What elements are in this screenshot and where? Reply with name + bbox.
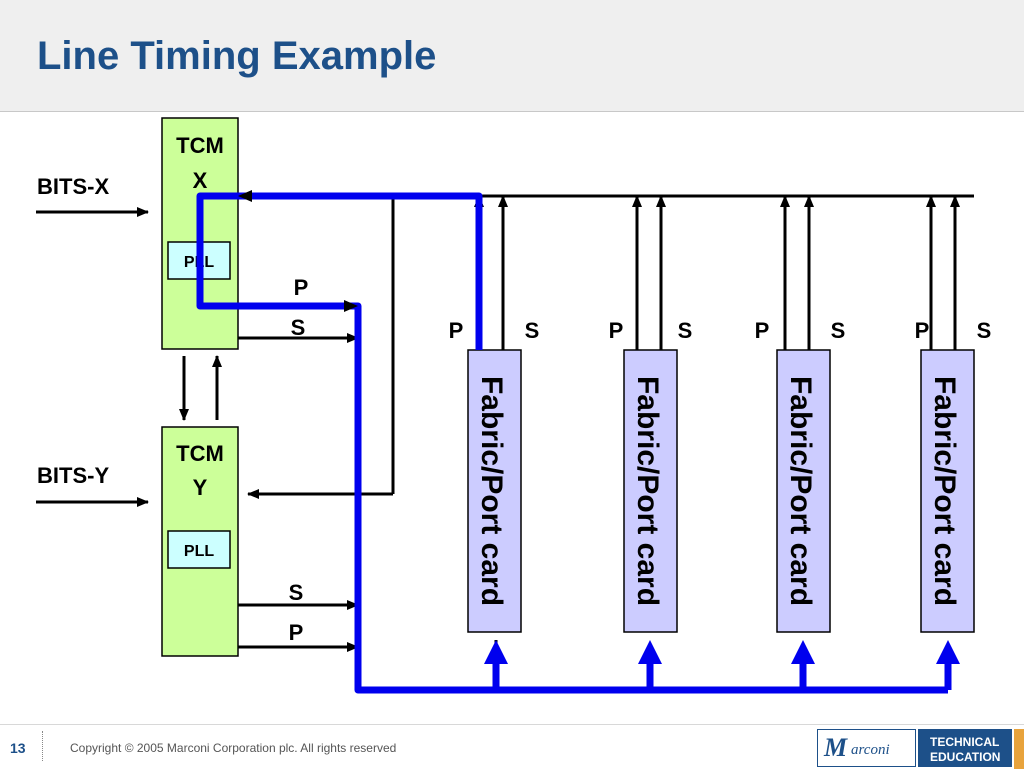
- tcm-y-label-line1: TCM: [176, 441, 224, 466]
- card-0-clock-arrowhead: [484, 640, 508, 664]
- tcm-y-pll-label: PLL: [184, 543, 214, 560]
- selected-clock-path: [196, 192, 948, 694]
- technical-education-badge: TECHNICAL EDUCATION: [918, 729, 1012, 767]
- bits-x-label: BITS-X: [37, 174, 109, 199]
- card-0-box: [467, 349, 522, 633]
- card-group-1: P S Fabric/Port card: [609, 195, 693, 664]
- card-1-clock-arrowhead: [638, 640, 662, 664]
- copyright-text: Copyright © 2005 Marconi Corporation plc…: [70, 741, 397, 755]
- card-3-box: [920, 349, 975, 633]
- tcm-x-output-p-label: P: [294, 275, 309, 300]
- tcm-x-output-p-arrowhead: [344, 300, 358, 312]
- card-3-p-label: P: [915, 318, 930, 343]
- footer-divider: [42, 731, 43, 761]
- tcm-x-output-s-label: S: [291, 315, 306, 340]
- card-1-s-label: S: [678, 318, 693, 343]
- card-1-p-label: P: [609, 318, 624, 343]
- badge-line-2: EDUCATION: [930, 750, 1001, 764]
- card-0-p-label: P: [449, 318, 464, 343]
- card-2-label: Fabric/Port card: [784, 376, 817, 606]
- tcm-x-label-line1: TCM: [176, 133, 224, 158]
- tcm-y-pll-box: [167, 530, 231, 569]
- page-number: 13: [10, 740, 26, 756]
- marconi-logo: M arconi: [817, 729, 916, 767]
- marconi-logo-text: arconi: [851, 742, 890, 758]
- card-1-label: Fabric/Port card: [631, 376, 664, 606]
- card-0-s-label: S: [525, 318, 540, 343]
- slide-header: Line Timing Example: [0, 0, 1024, 112]
- card-2-box: [776, 349, 831, 633]
- tcm-y-output-p-label: P: [289, 620, 304, 645]
- reference-to-tcm-x-arrowhead: [238, 190, 252, 202]
- footer-accent-bar: [1014, 729, 1024, 769]
- marconi-logo-mark: M: [824, 733, 848, 762]
- card-group-3: P S Fabric/Port card: [915, 195, 992, 664]
- card-0-label: Fabric/Port card: [475, 376, 508, 606]
- card-group-0: P S Fabric/Port card: [449, 195, 540, 688]
- badge-line-1: TECHNICAL: [930, 735, 1000, 749]
- card-2-clock-arrowhead: [791, 640, 815, 664]
- tcm-x-label-line2: X: [193, 168, 208, 193]
- card-2-s-label: S: [831, 318, 846, 343]
- card-2-p-label: P: [755, 318, 770, 343]
- slide-title: Line Timing Example: [37, 34, 437, 78]
- card-1-box: [623, 349, 678, 633]
- card-3-s-label: S: [977, 318, 992, 343]
- card-3-label: Fabric/Port card: [928, 376, 961, 606]
- tcm-y-output-s-label: S: [289, 580, 304, 605]
- card-3-clock-arrowhead: [936, 640, 960, 664]
- bits-y-label: BITS-Y: [37, 463, 109, 488]
- slide-footer: 13 Copyright © 2005 Marconi Corporation …: [0, 724, 1024, 769]
- card-group-2: P S Fabric/Port card: [755, 195, 846, 664]
- tcm-y-label-line2: Y: [193, 475, 208, 500]
